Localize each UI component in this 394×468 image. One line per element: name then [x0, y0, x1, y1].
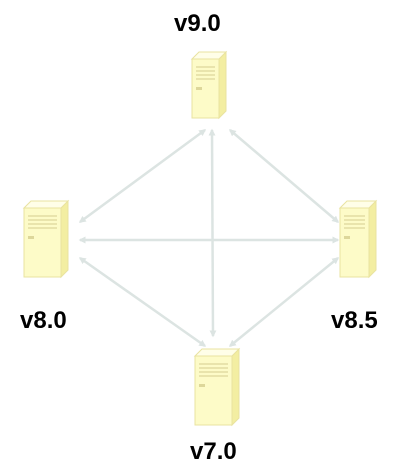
- server-tower-icon: [190, 50, 228, 120]
- label-v9-0: v9.0: [174, 10, 221, 37]
- arrow-v85-v70: [228, 257, 340, 347]
- arrow-v90-v85: [228, 129, 340, 223]
- server-tower-icon: [338, 199, 378, 279]
- arrow-v80-v70: [78, 256, 207, 348]
- label-v8-0: v8.0: [20, 307, 67, 334]
- server-tower-icon: [193, 347, 241, 427]
- servers: [22, 50, 378, 427]
- arrow-v90-v70: [208, 128, 217, 338]
- server-tower-icon: [22, 199, 70, 279]
- label-v7-0: v7.0: [190, 438, 237, 465]
- connections: [78, 128, 340, 348]
- label-v8-5: v8.5: [331, 307, 378, 334]
- arrow-v90-v80: [78, 128, 207, 224]
